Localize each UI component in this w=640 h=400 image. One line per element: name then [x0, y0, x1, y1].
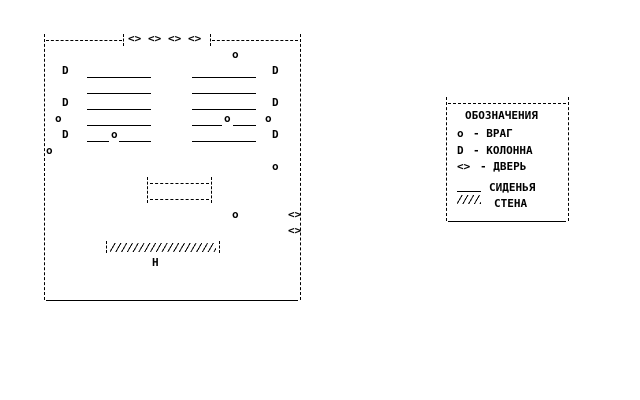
legend-enemy-label: - ВРАГ [473, 127, 513, 140]
column-left-2: D [62, 96, 69, 109]
column-left-1: D [62, 64, 69, 77]
seat-right-1 [192, 77, 256, 78]
enemy-4: o [265, 112, 272, 125]
legend-seat-icon [457, 191, 481, 192]
room-top-wall-right [212, 40, 298, 41]
legend-top-border [448, 103, 566, 104]
door-top-1[interactable]: <> [128, 32, 142, 45]
start-marker: H [152, 256, 159, 269]
door-top-3[interactable]: <> [168, 32, 182, 45]
legend-enemy-symbol: o [457, 127, 464, 140]
door-right-1[interactable]: <> [288, 208, 302, 221]
table-row-1 [150, 183, 209, 184]
legend-left-border [446, 97, 447, 221]
seat-left-5a [87, 141, 109, 142]
seat-right-3 [192, 109, 256, 110]
seat-right-4a [192, 125, 222, 126]
column-right-3: D [272, 128, 279, 141]
column-left-3: D [62, 128, 69, 141]
legend-wall-label: СТЕНА [494, 197, 528, 210]
wall-segment-right-edge [219, 241, 220, 253]
door-frame-left [123, 34, 124, 46]
legend-column-symbol: D [457, 144, 464, 157]
seat-left-1 [87, 77, 151, 78]
enemy-3: o [224, 112, 231, 125]
table-right-edge [211, 177, 212, 203]
enemy-2: o [55, 112, 62, 125]
column-right-1: D [272, 64, 279, 77]
enemy-7: o [272, 160, 279, 173]
legend-column-label: - КОЛОННА [473, 144, 533, 157]
enemy-8: o [232, 208, 239, 221]
door-frame-right [210, 34, 211, 46]
enemy-6: o [46, 144, 53, 157]
door-top-2[interactable]: <> [148, 32, 162, 45]
legend-door-label: - ДВЕРЬ [480, 160, 527, 173]
seat-right-4b [233, 125, 256, 126]
door-top-4[interactable]: <> [188, 32, 202, 45]
legend-right-border [568, 97, 569, 221]
legend-door-symbol: <> [457, 160, 471, 173]
room-right-wall [300, 34, 301, 300]
column-right-2: D [272, 96, 279, 109]
seat-right-5 [192, 141, 256, 142]
seat-left-2 [87, 93, 151, 94]
legend-title: ОБОЗНАЧЕНИЯ [465, 109, 538, 122]
room-top-wall-left [46, 40, 122, 41]
seat-right-2 [192, 93, 256, 94]
seat-left-3 [87, 109, 151, 110]
seat-left-5b [119, 141, 151, 142]
legend-wall-icon [457, 195, 481, 204]
table-left-edge [147, 177, 148, 203]
legend-seat-label: СИДЕНЬЯ [489, 181, 536, 194]
table-row-2 [150, 199, 209, 200]
enemy-1: o [232, 48, 239, 61]
door-right-2[interactable]: <> [288, 224, 302, 237]
wall-segment-left-edge [106, 241, 107, 253]
room-bottom-wall [46, 300, 298, 301]
seat-left-4 [87, 125, 151, 126]
enemy-5: o [111, 128, 118, 141]
wall-segment [110, 243, 216, 252]
room-left-wall [44, 34, 45, 300]
legend-bottom-border [448, 221, 566, 222]
